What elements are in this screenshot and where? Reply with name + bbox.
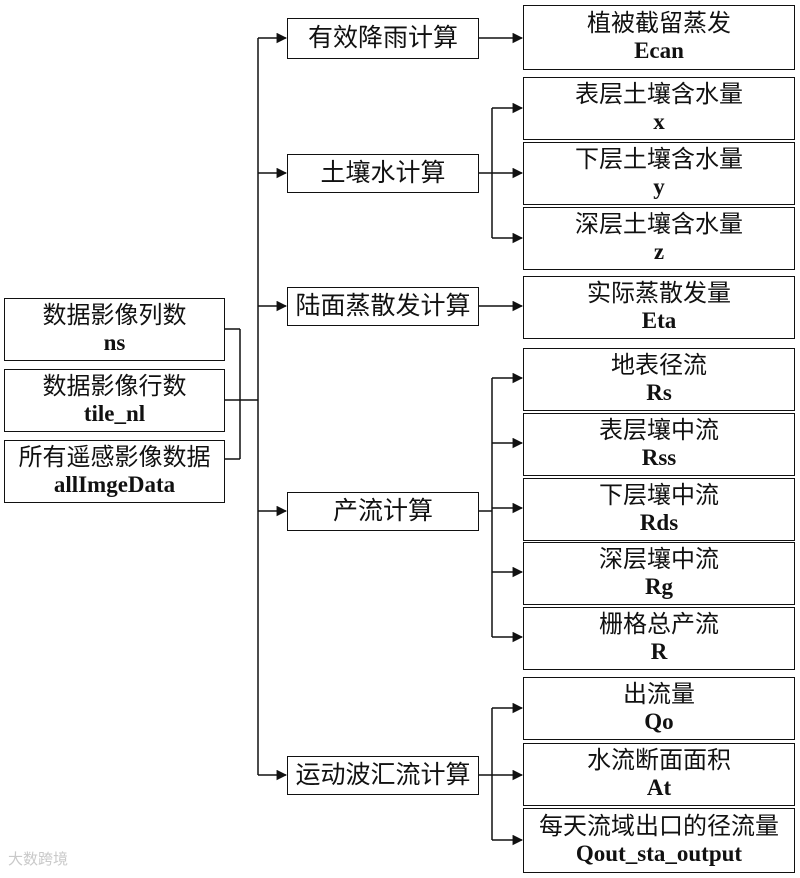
- watermark: 大数跨境: [8, 850, 69, 868]
- output-box-rg: 深层壤中流 Rg: [523, 542, 795, 605]
- output-label-zh: 水流断面面积: [587, 746, 731, 775]
- output-box-at: 水流断面面积 At: [523, 743, 795, 806]
- output-label-zh: 实际蒸散发量: [587, 279, 731, 308]
- output-label-en: Rg: [644, 574, 674, 600]
- output-box-ecan: 植被截留蒸发 Ecan: [523, 5, 795, 70]
- process-box-runoff-generation: 产流计算: [287, 492, 479, 531]
- output-label-en: Rds: [639, 510, 679, 536]
- process-box-effective-rainfall: 有效降雨计算: [287, 18, 479, 59]
- output-label-zh: 下层壤中流: [599, 481, 719, 510]
- output-label-zh: 栅格总产流: [599, 610, 719, 639]
- input-label-zh: 数据影像行数: [42, 372, 187, 401]
- output-label-en: Rs: [646, 380, 672, 406]
- output-label-zh: 表层土壤含水量: [575, 80, 743, 109]
- output-box-qo: 出流量 Qo: [523, 677, 795, 740]
- output-box-eta: 实际蒸散发量 Eta: [523, 276, 795, 339]
- output-label-zh: 表层壤中流: [599, 416, 719, 445]
- output-label-en: y: [653, 174, 665, 200]
- output-label-en: At: [646, 775, 672, 801]
- input-box-tile-nl: 数据影像行数 tile_nl: [4, 369, 225, 432]
- output-box-z: 深层土壤含水量 z: [523, 207, 795, 270]
- output-label-zh: 深层壤中流: [599, 545, 719, 574]
- output-label-zh: 出流量: [623, 680, 695, 709]
- input-label-zh: 所有遥感影像数据: [18, 443, 211, 472]
- output-label-zh: 地表径流: [611, 351, 707, 380]
- output-box-r: 栅格总产流 R: [523, 607, 795, 670]
- output-box-x: 表层土壤含水量 x: [523, 77, 795, 140]
- process-label: 土壤水计算: [320, 158, 446, 188]
- input-label-en: allImgeData: [53, 472, 176, 498]
- process-box-kinematic-wave-routing: 运动波汇流计算: [287, 756, 479, 795]
- output-label-en: z: [653, 239, 665, 265]
- output-box-rds: 下层壤中流 Rds: [523, 478, 795, 541]
- output-label-en: x: [653, 109, 665, 135]
- process-box-evapotranspiration: 陆面蒸散发计算: [287, 287, 479, 326]
- output-label-en: Qo: [644, 709, 674, 735]
- process-label: 产流计算: [332, 496, 433, 526]
- process-box-soil-water: 土壤水计算: [287, 154, 479, 193]
- output-label-zh: 深层土壤含水量: [575, 210, 743, 239]
- output-label-en: Qout_sta_output: [575, 841, 743, 867]
- process-label: 有效降雨计算: [307, 23, 458, 53]
- output-label-en: Rss: [641, 445, 677, 471]
- output-label-en: Ecan: [634, 38, 684, 64]
- input-label-en: tile_nl: [83, 401, 146, 427]
- output-label-en: R: [650, 639, 668, 665]
- output-label-zh: 每天流域出口的径流量: [539, 812, 779, 841]
- input-label-zh: 数据影像列数: [42, 301, 187, 330]
- input-box-ns: 数据影像列数 ns: [4, 298, 225, 361]
- output-box-qout-sta-output: 每天流域出口的径流量 Qout_sta_output: [523, 808, 795, 873]
- output-label-en: Eta: [641, 308, 677, 334]
- output-label-zh: 下层土壤含水量: [575, 145, 743, 174]
- input-box-allimgedata: 所有遥感影像数据 allImgeData: [4, 440, 225, 503]
- output-label-zh: 植被截留蒸发: [587, 9, 731, 38]
- process-label: 运动波汇流计算: [295, 760, 471, 790]
- input-label-en: ns: [103, 330, 126, 356]
- output-box-rs: 地表径流 Rs: [523, 348, 795, 411]
- output-box-rss: 表层壤中流 Rss: [523, 413, 795, 476]
- process-label: 陆面蒸散发计算: [295, 291, 471, 321]
- output-box-y: 下层土壤含水量 y: [523, 142, 795, 205]
